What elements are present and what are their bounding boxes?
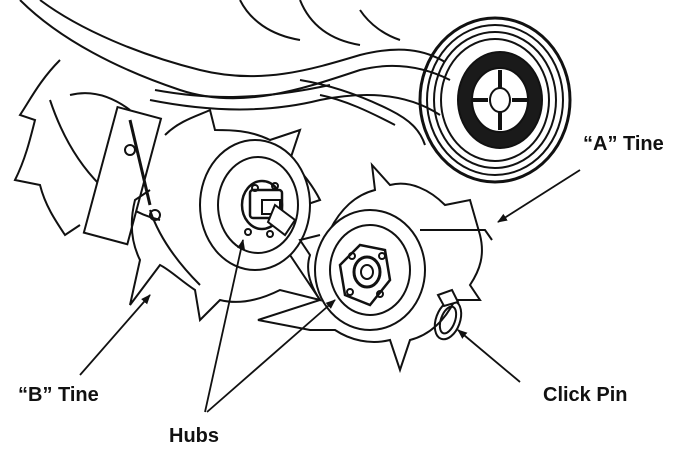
back-tine-assembly xyxy=(13,59,163,246)
a-tine-label: “A” Tine xyxy=(583,133,664,155)
b-tine-arrow xyxy=(79,294,151,376)
b-tine xyxy=(129,108,323,323)
a-tine xyxy=(257,161,493,374)
hubs-arrow-right xyxy=(206,299,336,413)
click-pin xyxy=(433,288,463,341)
click-pin-arrow xyxy=(457,329,521,383)
leader-arrows xyxy=(79,169,581,413)
a-tine-arrow xyxy=(497,169,581,223)
b-tine-label: “B” Tine xyxy=(18,384,99,406)
hubs-arrow-left xyxy=(204,239,245,413)
click-pin-label: Click Pin xyxy=(543,384,628,406)
hubs-label: Hubs xyxy=(169,425,219,447)
wheel xyxy=(418,16,572,184)
tiller-frame xyxy=(19,0,451,146)
